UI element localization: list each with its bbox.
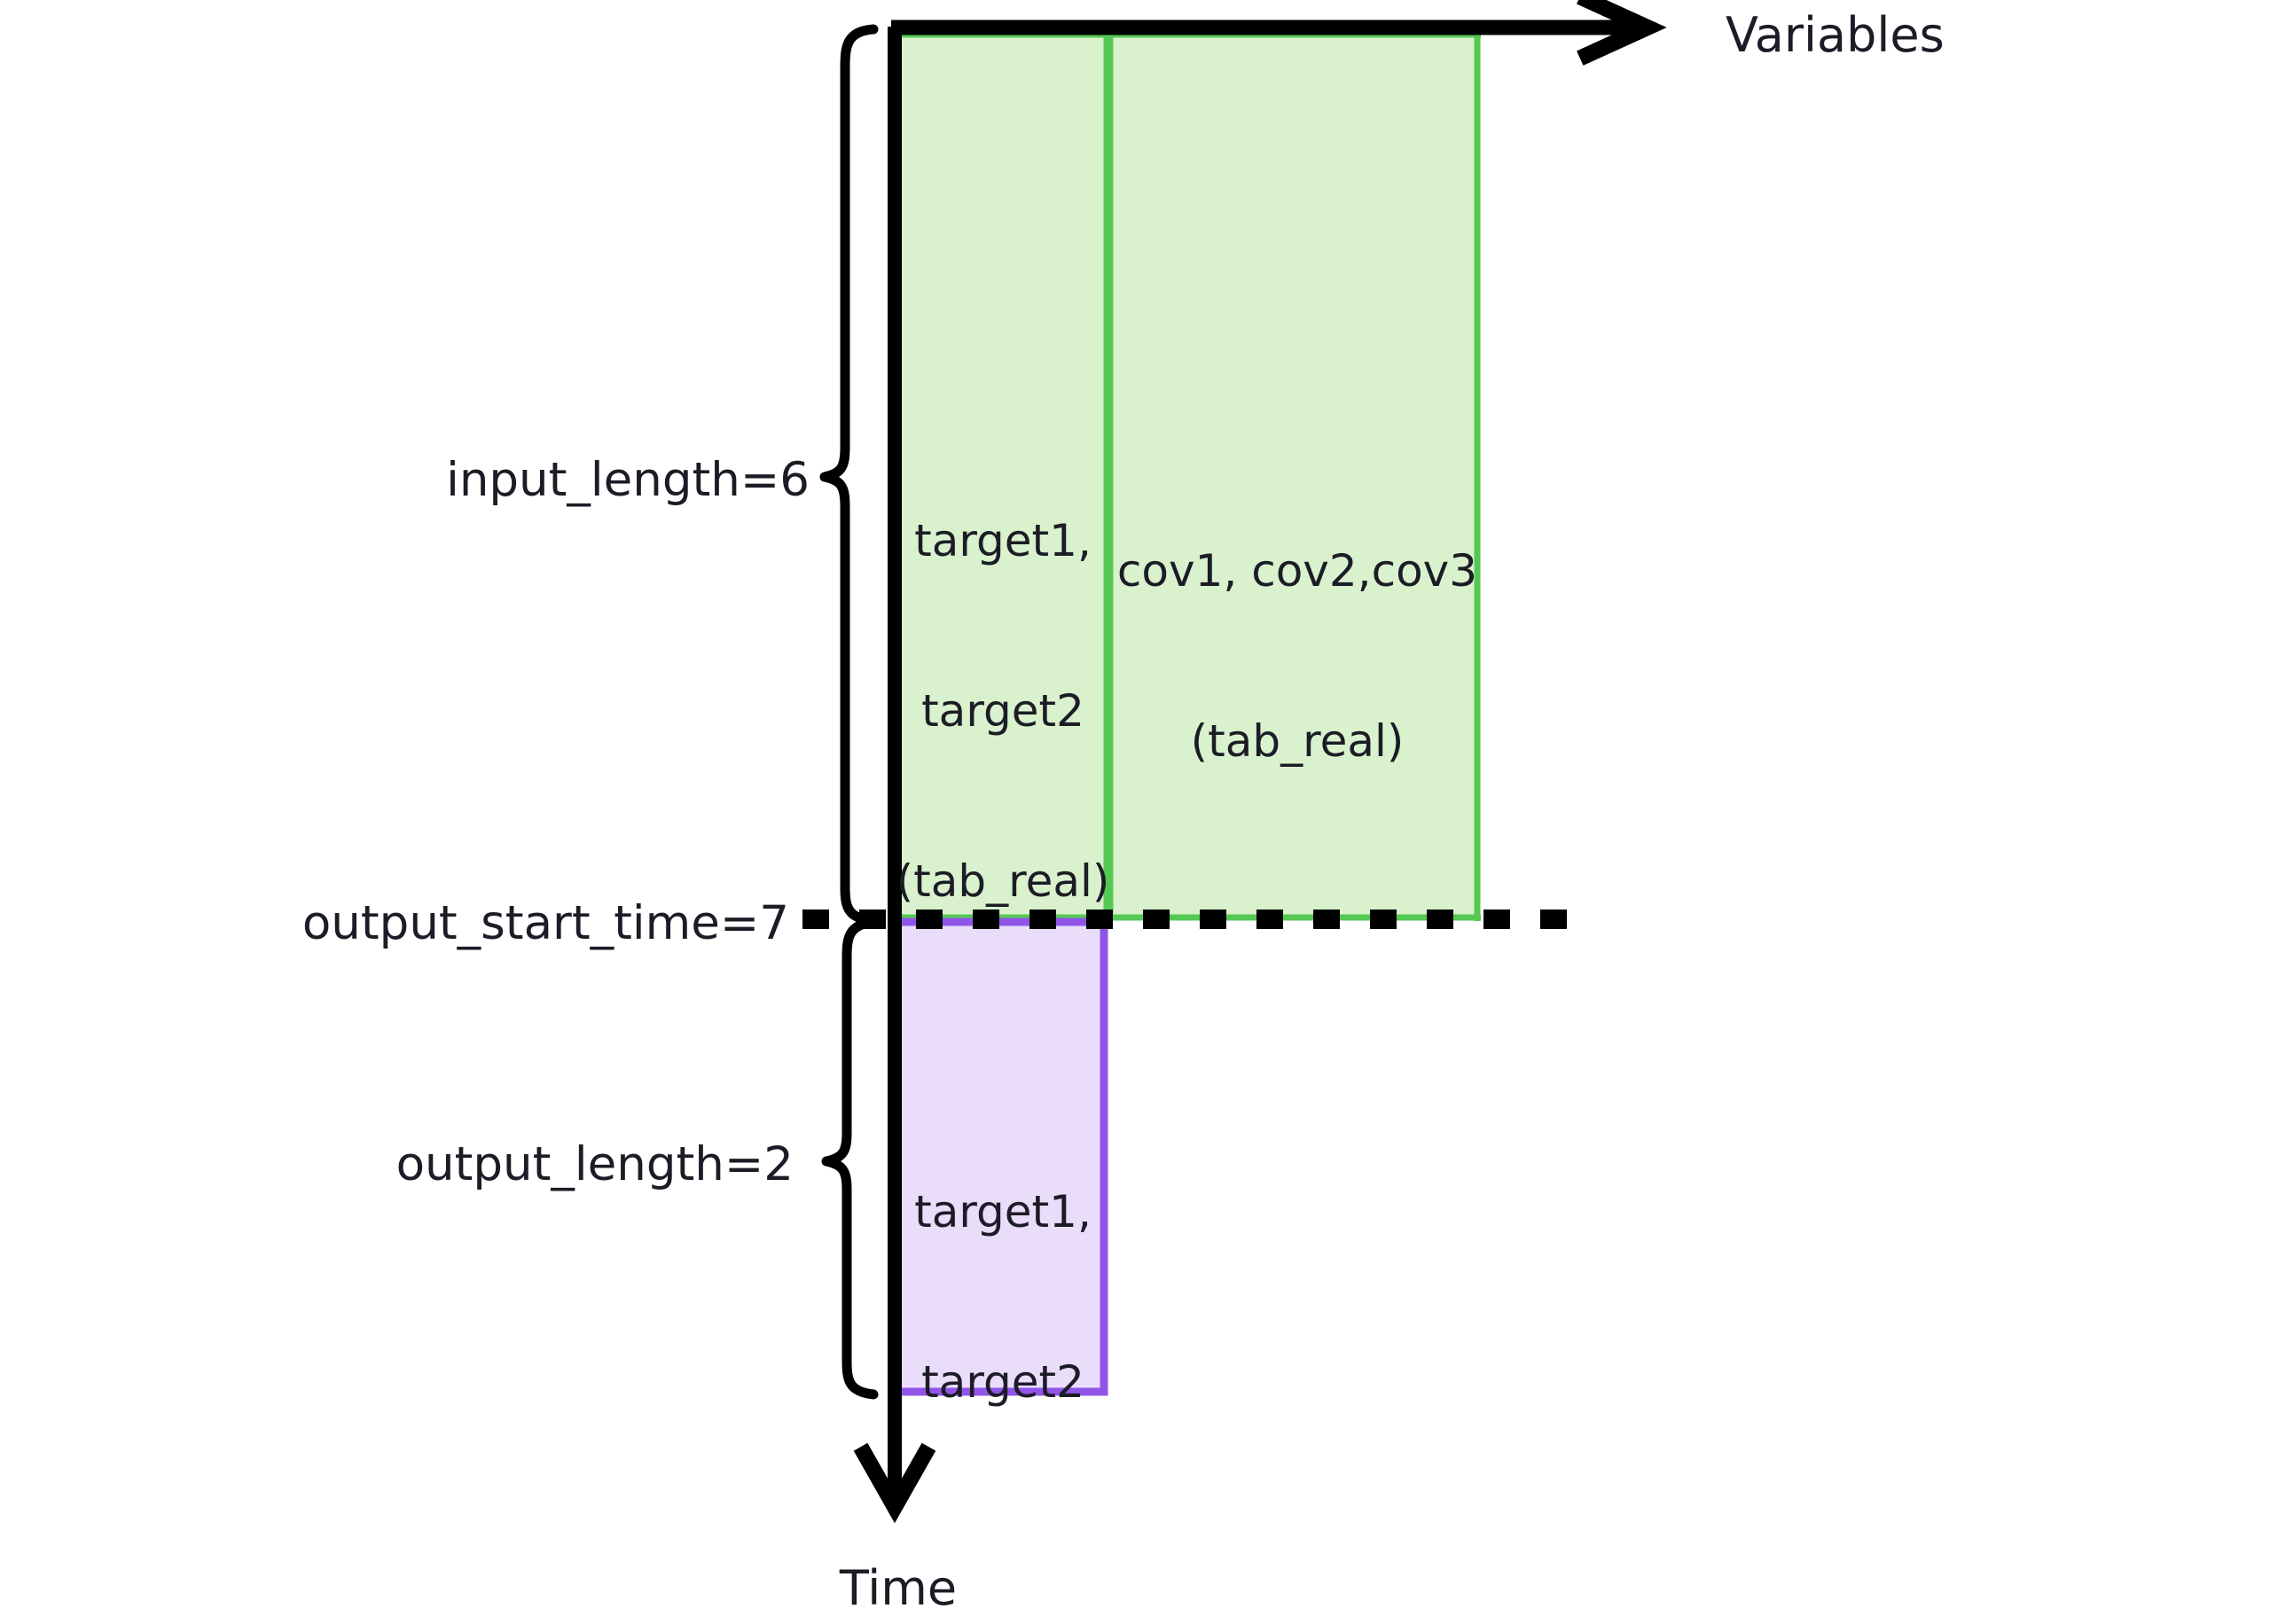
input-covariates-region-text: cov1, cov2,cov3 (tab_real)	[1117, 429, 1477, 883]
input-covariates-line-2: (tab_real)	[1190, 715, 1405, 767]
output-start-time-label: output_start_time=7	[301, 896, 789, 950]
input-target-line-1: target1,	[914, 515, 1092, 566]
output-target-line-1: target1,	[914, 1186, 1092, 1238]
time-axis-label: Time	[839, 1560, 958, 1616]
input-target-region-text: target1, target2 (tab_real)	[896, 399, 1110, 1023]
input-covariates-line-1: cov1, cov2,cov3	[1116, 545, 1478, 597]
variables-axis-label: Variables	[1726, 7, 1945, 63]
output-length-brace	[821, 917, 879, 1400]
output-target-region-text: target1, target2	[914, 1070, 1092, 1524]
arrow-right-icon	[1577, 0, 1667, 66]
arrow-down-icon	[853, 1442, 936, 1524]
output-target-region	[893, 917, 1108, 1396]
input-length-brace	[819, 24, 879, 926]
input-target-line-3: (tab_real)	[896, 855, 1110, 907]
input-target-line-2: target2	[921, 685, 1084, 737]
input-length-label: input_length=6	[446, 453, 810, 507]
output-length-label: output_length=2	[395, 1137, 794, 1191]
input-target-region	[895, 34, 1104, 919]
output-target-line-2: target2	[921, 1356, 1084, 1408]
input-covariates-region	[1104, 34, 1479, 919]
